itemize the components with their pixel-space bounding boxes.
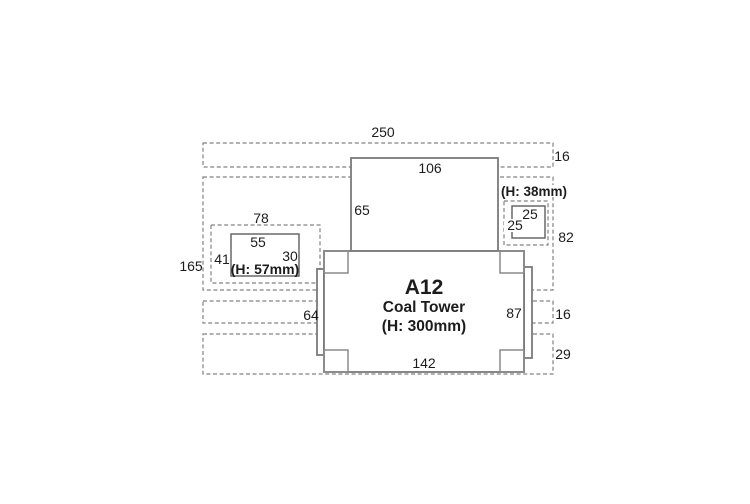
- dim-right-block-width-label: 25: [522, 206, 538, 222]
- dim-right-clearance-label: 16: [555, 306, 571, 322]
- dim-top-clearance-label: 16: [554, 148, 570, 164]
- corner-pillar-top-right: [499, 250, 525, 274]
- corner-pillar-top-left: [323, 250, 349, 274]
- dim-left-block-width-label: 55: [250, 234, 266, 250]
- dim-left-zone-depth-label: 41: [214, 251, 230, 267]
- dim-left-zone-width-label: 78: [253, 210, 269, 226]
- dim-building-depth-label: 87: [506, 305, 522, 321]
- building-height-note: (H: 300mm): [382, 318, 466, 335]
- dim-left-block-depth-label: 30: [282, 248, 298, 264]
- building-code-label: A12: [405, 276, 444, 299]
- side-tab-right: [523, 266, 533, 359]
- label-backplate: [504, 219, 525, 232]
- corner-pillar-bottom-left: [323, 349, 349, 373]
- upper-block-outline: [350, 157, 499, 252]
- dim-zone-height-label: 82: [558, 229, 574, 245]
- left-block-height-note: (H: 57mm): [231, 261, 299, 277]
- dim-bottom-clearance-label: 29: [555, 346, 571, 362]
- dim-overall-width-label: 250: [371, 124, 395, 140]
- dashed-box-left-block-zone: [210, 224, 321, 284]
- right-block-height-note: (H: 38mm): [501, 184, 567, 199]
- main-building-outline: [323, 250, 525, 373]
- dim-total-height-label: 165: [179, 258, 203, 274]
- dim-left-gap-label: 64: [303, 307, 319, 323]
- label-backplate: [501, 185, 567, 197]
- building-name-label: Coal Tower: [383, 299, 465, 316]
- corner-pillar-bottom-right: [499, 349, 525, 373]
- dim-right-block-depth-label: 25: [507, 217, 523, 233]
- left-block-outline: [230, 233, 300, 277]
- dim-upper-block-height-label: 65: [354, 202, 370, 218]
- dim-building-width-label: 142: [412, 355, 436, 371]
- dim-upper-block-width-label: 106: [418, 160, 442, 176]
